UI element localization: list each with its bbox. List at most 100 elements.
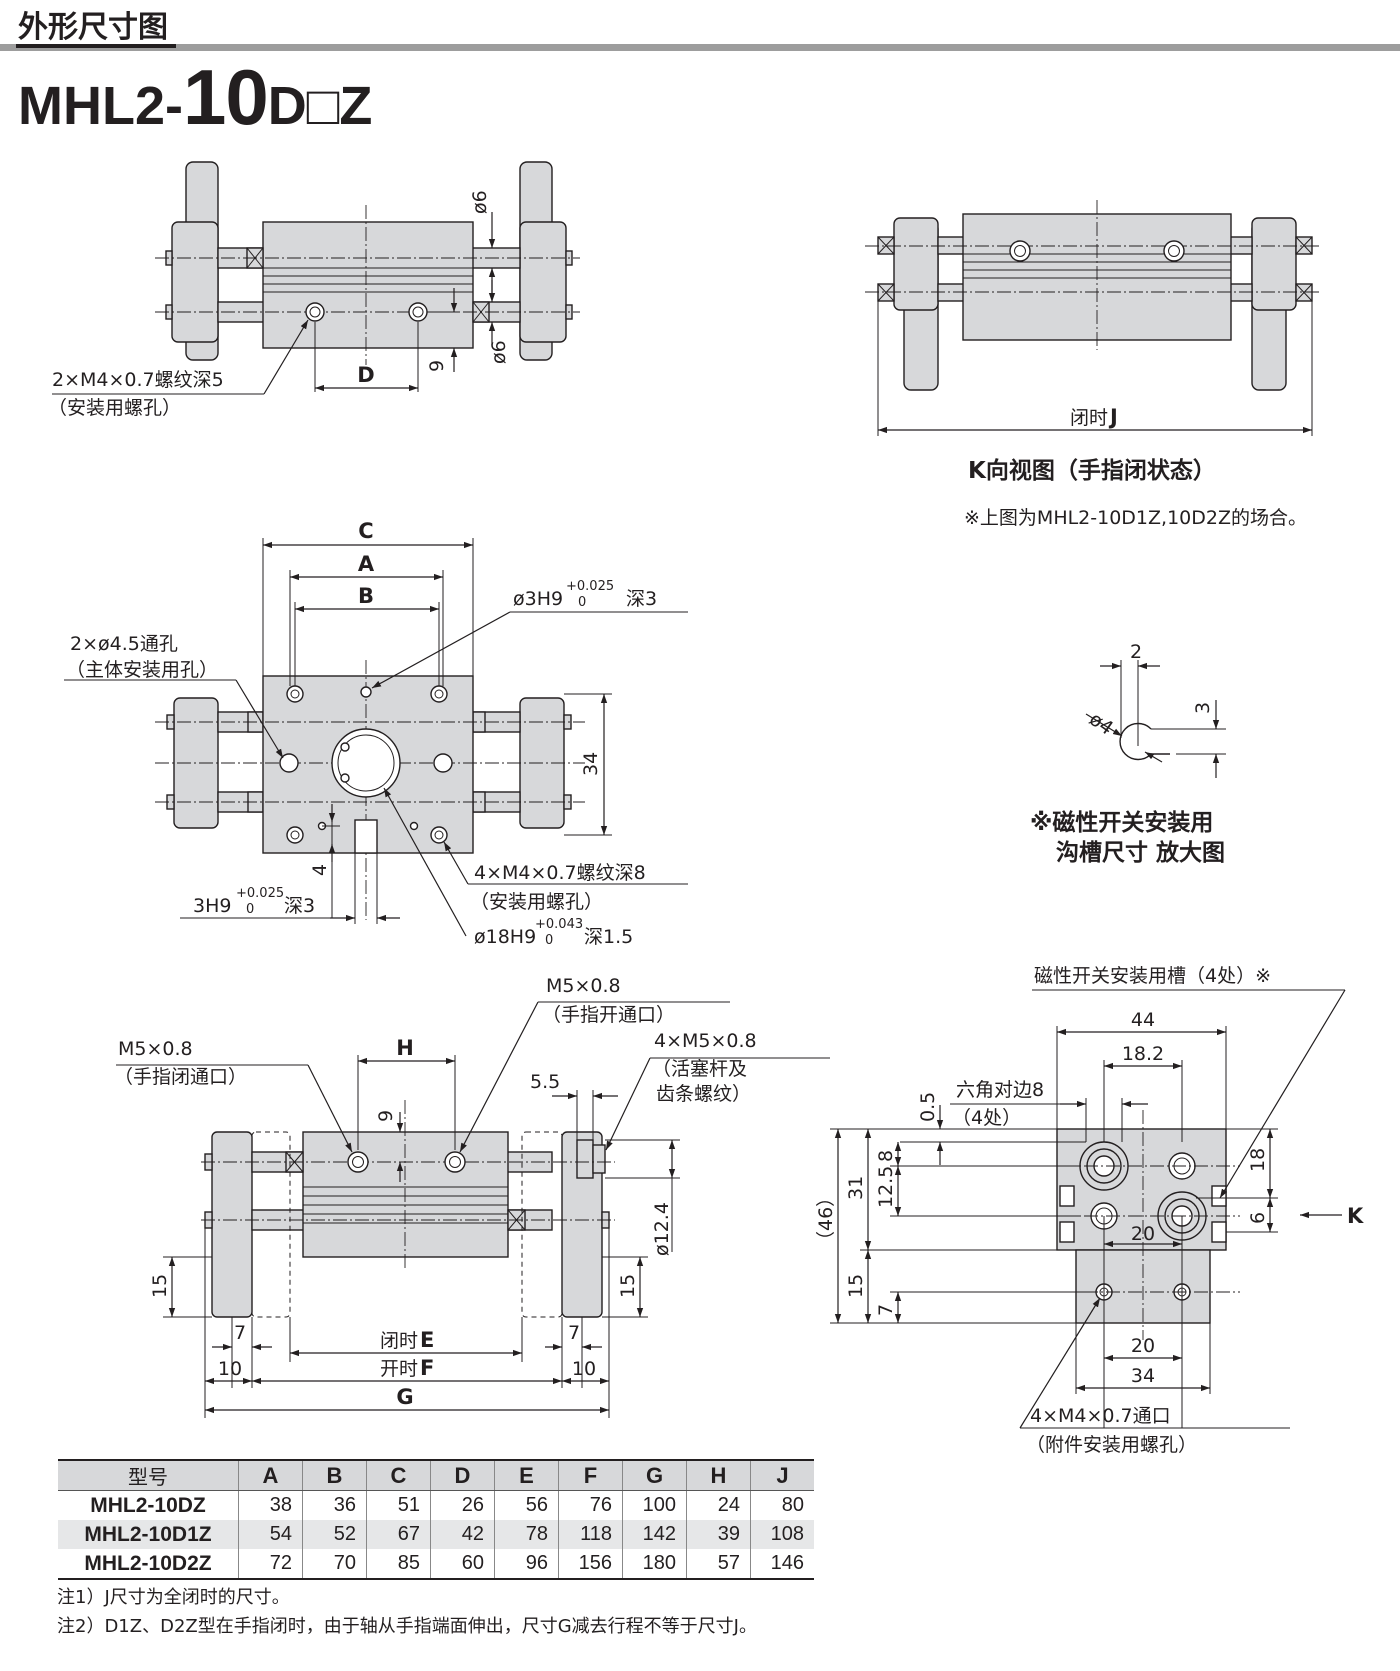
dim-15c-label: 15 [845,1274,867,1298]
table-cell: 85 [366,1549,431,1579]
groove-dim-3: 3 [1192,702,1214,714]
dim-8-label: 8 [875,1150,897,1162]
dim-12-4-label: ø12.4 [651,1202,673,1256]
table-cell: 118 [558,1520,623,1549]
groove-title1: ※磁性开关安装用 [1030,809,1213,836]
dim-H-label: H [396,1036,414,1060]
dim-C-label: C [358,519,373,543]
table-cell: 72 [238,1549,303,1579]
groove-detail: 2 3 ø4 ※磁性开关安装用 沟槽尺寸 放大图 [1030,641,1226,866]
groove-title2: 沟槽尺寸 放大图 [1056,839,1225,866]
table-cell: 56 [494,1490,559,1520]
dim-6-label: 6 [1247,1212,1269,1224]
table-cell: 78 [494,1520,559,1549]
table-header-D: D [430,1460,495,1491]
k-view: 闭时 J K向视图（手指闭状态） ※上图为MHL2-10D1Z,10D2Z的场合… [865,200,1322,529]
table-cell: 180 [622,1549,687,1579]
dim-G-label: G [396,1385,413,1409]
hex-label1: 六角对边8 [956,1079,1044,1101]
table-header-B: B [302,1460,367,1491]
table-cell: 26 [430,1490,495,1520]
table-cell: 100 [622,1490,687,1520]
table-cell: 67 [366,1520,431,1549]
acc-hole-label1: 4×M4×0.7通口 [1030,1405,1171,1427]
front-face-view: C A B ø3H9 +0.025 0 深3 2×ø4.5通孔 （主体安装用孔）… [64,519,688,948]
table-cell: 24 [686,1490,751,1520]
slot-depth: 深3 [284,895,315,917]
dim-44-label: 44 [1131,1009,1155,1031]
table-cell-model: MHL2-10D1Z [58,1520,239,1549]
table-header-G: G [622,1460,687,1491]
arrow-K-label: K [1347,1204,1364,1228]
header-rule [0,44,1400,51]
dim-18-label: 18 [1247,1148,1269,1172]
dim-10a-label: 10 [218,1358,242,1380]
table-cell: 39 [686,1520,751,1549]
table-cell: 60 [430,1549,495,1579]
model-title: MHL2-10D□Z [18,52,372,143]
table-cell: 108 [750,1520,814,1549]
d-mount-label2: （安装用螺孔） [48,397,181,419]
note-2: 注2）D1Z、D2Z型在手指闭时，由于轴从手指端面伸出，尺寸G减去行程不等于尺寸… [57,1616,757,1637]
acc-hole-label2: （附件安装用螺孔） [1026,1434,1197,1456]
dim-7a-label: 7 [234,1322,246,1344]
model-suffix: D□Z [267,76,373,136]
table-header-C: C [366,1460,431,1491]
hex-label2: （4处） [952,1107,1021,1129]
table-cell: 70 [302,1549,367,1579]
table-header-F: F [558,1460,623,1491]
table-cell: 146 [770,1552,804,1574]
table-cell: 142 [622,1520,687,1549]
rod-thread-desc2: 齿条螺纹） [656,1083,751,1105]
dim-7c-label: 7 [875,1304,897,1316]
tap-hole-label2: （安装用螺孔） [470,891,603,913]
table-cell: 42 [430,1520,495,1549]
k-view-note: ※上图为MHL2-10D1Z,10D2Z的场合。 [964,507,1307,529]
groove-dim-2: 2 [1130,641,1142,663]
through-hole-label1: 2×ø4.5通孔 [70,633,178,655]
dim-12-5-label: 12.5 [875,1166,897,1208]
closed-J-prefix: 闭时 [1070,407,1108,429]
dim-A-label: A [358,552,375,576]
note-1: 注1）J尺寸为全闭时的尺寸。 [57,1587,290,1608]
table-header-E: E [494,1460,559,1491]
table-header-row: 型号 A B C D E F G H J [58,1460,814,1491]
dim-34-side-label: 34 [580,752,602,776]
table-cell: 57 [686,1549,751,1579]
table-cell: 96 [494,1549,559,1579]
dimension-table: 型号 A B C D E F G H J MHL2-10DZ 38 36 51 … [58,1459,814,1580]
dim-20a-label: 20 [1131,1223,1155,1245]
bore-tol-up: +0.043 [535,917,583,932]
groove-dim-4: ø4 [1085,708,1117,740]
table-row: MHL2-10D1Z 54 52 67 42 78 118 142 39 108 [58,1520,814,1549]
dim-J-label: J [1108,405,1118,429]
port-open-size: M5×0.8 [546,975,621,997]
table-cell-model: MHL2-10DZ [58,1490,239,1520]
hole-3h9-tol-up: +0.025 [566,579,614,594]
dim-D-label: D [357,363,374,387]
dim-20b-label: 20 [1131,1335,1155,1357]
bore-tol-low: 0 [545,933,553,948]
table-cell: 51 [366,1490,431,1520]
port-close-size: M5×0.8 [118,1038,193,1060]
end-view: 44 18.2 六角对边8 （4处） 磁性开关安装用槽（4处）※ 0.5 8 1… [815,965,1364,1456]
table-cell: 38 [238,1490,303,1520]
through-hole-label2: （主体安装用孔） [66,659,218,681]
dim-18-2-label: 18.2 [1122,1043,1164,1065]
bore-depth: 深1.5 [584,926,633,948]
bore-18h9-label: ø18H9 [474,926,536,948]
table-cell: 76 [558,1490,623,1520]
tap-hole-label1: 4×M4×0.7螺纹深8 [474,862,646,884]
header-rule-accent [16,44,176,48]
model-prefix: MHL2- [18,76,183,136]
port-open-desc: （手指开通口） [542,1004,675,1026]
hole-3h9-tol-low: 0 [578,595,586,610]
section-title: 外形尺寸图 [18,10,168,45]
switch-groove-label: 磁性开关安装用槽（4处）※ [1034,965,1271,987]
dim-E-label: E [420,1328,434,1352]
top-view: D 9 ø6 ø6 2×M4×0.7螺纹深5 （安装用螺孔） [48,161,580,419]
k-view-title: K向视图（手指闭状态） [968,457,1216,484]
table-cell: 36 [302,1490,367,1520]
dim-15b-label: 15 [617,1274,639,1298]
dim-B-label: B [358,584,374,608]
